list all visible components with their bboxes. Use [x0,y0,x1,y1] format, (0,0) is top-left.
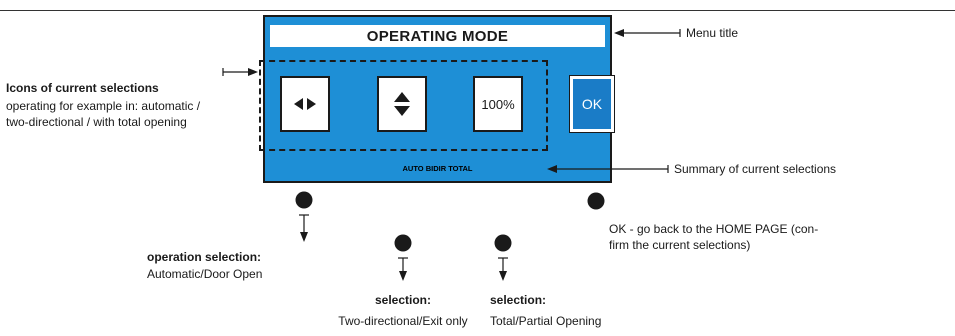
icons-callout-heading: Icons of current selections [6,81,159,95]
direction-selection-desc: Two-directional/Exit only [338,314,468,328]
menu-title-callout: Menu title [686,26,739,40]
ok-button-label: OK [581,96,603,112]
operation-selection-title: operation selection: [147,250,262,264]
current-selections-highlight [259,60,548,151]
summary-text: AUTO BIDIR TOTAL [402,164,473,173]
direction-selection-title: selection: [374,293,431,307]
opening-percentage-label: 100% [481,96,515,112]
ok-button[interactable]: OK [569,75,615,133]
icons-callout-line2: two-directional / with total opening [6,115,187,129]
menu-title-bar: OPERATING MODE [270,25,605,47]
direction-mode-button[interactable] [377,76,427,132]
opening-selection-desc: Total/Partial Opening [490,314,602,328]
ok-callout-line1: OK - go back to the HOME PAGE (con- [609,222,819,236]
operating-mode-screen: OPERATING MODE 100% OK AUTO BIDIR TOTAL [263,15,615,183]
opening-selection-title: selection: [490,293,547,307]
left-right-arrows-icon [294,98,316,110]
operation-selection-desc: Automatic/Door Open [147,267,263,281]
ok-callout-line2: firm the current selections) [609,238,751,252]
icons-callout-line1: operating for example in: automatic / [6,99,201,113]
opening-mode-button[interactable]: 100% [473,76,523,132]
summary-callout: Summary of current selections [674,162,837,176]
up-down-arrows-icon [394,92,410,116]
operation-mode-button[interactable] [280,76,330,132]
top-divider-line [0,10,955,11]
